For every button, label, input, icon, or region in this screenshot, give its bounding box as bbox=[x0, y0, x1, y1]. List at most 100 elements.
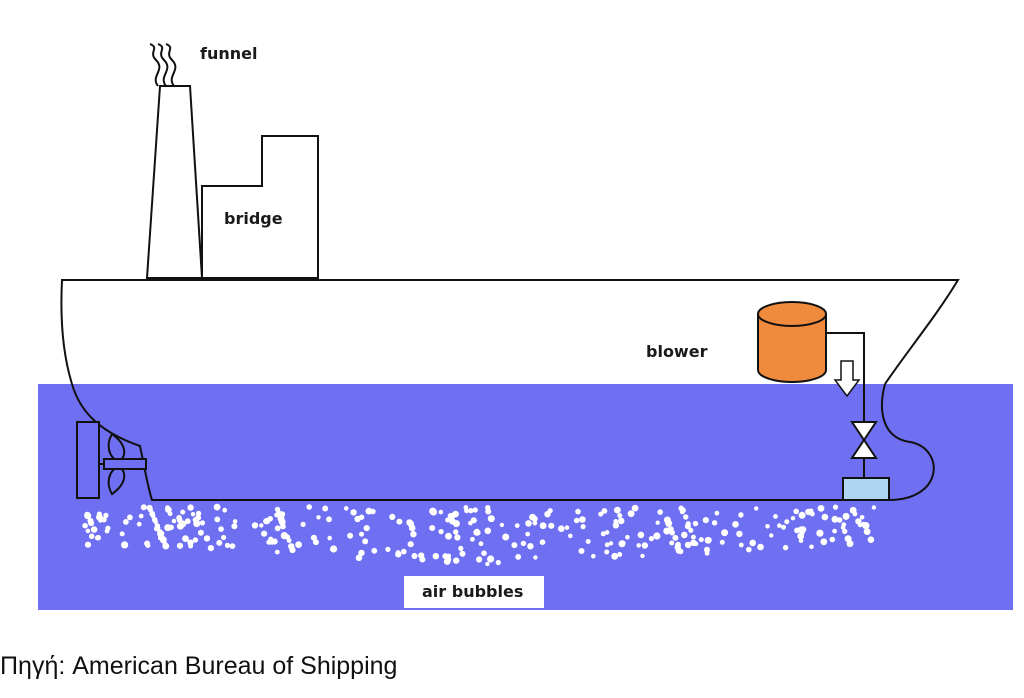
air-bubble bbox=[145, 543, 151, 548]
air-bubble bbox=[98, 517, 103, 523]
air-bubble bbox=[326, 516, 332, 523]
air-bubble bbox=[702, 517, 709, 524]
air-bubble bbox=[859, 515, 865, 520]
air-bubble bbox=[604, 549, 610, 555]
air-bubble bbox=[229, 543, 236, 549]
air-bubble bbox=[704, 536, 712, 544]
hull-outline-bottom bbox=[71, 383, 848, 501]
air-bubble bbox=[798, 511, 806, 519]
air-bubble bbox=[327, 535, 333, 541]
air-bubble bbox=[657, 509, 663, 515]
air-bubble bbox=[669, 540, 675, 546]
air-bubble bbox=[167, 511, 173, 517]
air-bubble bbox=[568, 533, 573, 539]
air-bubble bbox=[454, 534, 461, 541]
air-bubble bbox=[478, 541, 484, 547]
air-bubble bbox=[681, 531, 688, 539]
air-bubble bbox=[852, 511, 858, 517]
air-bubble bbox=[816, 529, 824, 537]
air-bubble bbox=[653, 532, 661, 540]
air-bubble bbox=[362, 538, 369, 545]
air-bubble bbox=[474, 529, 481, 536]
air-bubble bbox=[495, 559, 501, 566]
air-bubble bbox=[529, 513, 536, 521]
air-bubble bbox=[842, 512, 850, 520]
air-bubble bbox=[136, 521, 142, 527]
air-bubble bbox=[295, 541, 302, 548]
air-bubble bbox=[401, 548, 407, 555]
air-bubble bbox=[438, 509, 444, 515]
air-bubble bbox=[601, 508, 608, 514]
air-bubble bbox=[484, 527, 492, 535]
air-bubble bbox=[310, 534, 317, 541]
air-bubble bbox=[665, 519, 673, 527]
air-bubble bbox=[487, 555, 495, 563]
air-bubble bbox=[604, 542, 610, 548]
air-bubble bbox=[266, 539, 272, 545]
air-bubble bbox=[738, 512, 744, 518]
air-bubble bbox=[271, 538, 278, 545]
air-bubble bbox=[88, 520, 95, 527]
air-bubble bbox=[627, 510, 635, 518]
air-bubble bbox=[216, 539, 223, 546]
air-bubble bbox=[176, 517, 183, 524]
air-bubble bbox=[103, 512, 109, 519]
air-bubble bbox=[533, 555, 538, 560]
air-bubble bbox=[547, 508, 553, 514]
air-bubble bbox=[765, 524, 770, 529]
air-bubble bbox=[274, 512, 279, 518]
air-bubble bbox=[842, 528, 848, 534]
air-bubble bbox=[104, 528, 110, 534]
air-bubble bbox=[608, 541, 614, 546]
air-bubble bbox=[251, 522, 259, 529]
air-bubble bbox=[604, 530, 610, 535]
air-bubble bbox=[532, 520, 538, 526]
air-bubble bbox=[669, 529, 675, 536]
air-bubble bbox=[663, 527, 671, 535]
air-bubble bbox=[514, 523, 520, 528]
air-bubble bbox=[445, 517, 451, 523]
air-bubble bbox=[625, 534, 630, 540]
air-bubble bbox=[119, 531, 125, 537]
air-bubble bbox=[821, 513, 829, 521]
air-bubble bbox=[316, 515, 321, 520]
air-bubble bbox=[347, 532, 354, 539]
air-bubble bbox=[820, 538, 828, 546]
air-bubble bbox=[289, 546, 296, 554]
air-bubble bbox=[438, 529, 444, 535]
air-bubble bbox=[164, 524, 172, 532]
air-lubrication-diagram: funnel bridge blower air bubbles bbox=[38, 43, 1013, 610]
air-bubble bbox=[485, 505, 491, 511]
air-bubble bbox=[558, 525, 565, 532]
air-bubble bbox=[736, 530, 743, 538]
air-bubble bbox=[231, 523, 238, 530]
air-bubble bbox=[746, 546, 752, 553]
air-bubble bbox=[90, 526, 98, 533]
air-bubble bbox=[184, 518, 191, 525]
air-bubble bbox=[199, 520, 206, 526]
air-bubble bbox=[721, 529, 729, 537]
air-bubble bbox=[218, 526, 224, 532]
air-bubble bbox=[711, 520, 718, 526]
air-bubble bbox=[573, 517, 580, 524]
funnel-label: funnel bbox=[200, 44, 257, 63]
air-bubble bbox=[598, 511, 604, 517]
air-bubble bbox=[704, 546, 710, 553]
propeller-icon bbox=[100, 432, 147, 496]
air-bubble bbox=[867, 536, 875, 543]
air-bubble bbox=[153, 519, 158, 525]
rudder bbox=[76, 421, 100, 499]
air-bubble bbox=[648, 536, 655, 542]
air-bubble bbox=[520, 540, 527, 547]
air-bubbles-field bbox=[82, 503, 877, 567]
air-bubble bbox=[468, 508, 474, 514]
air-bubble bbox=[693, 541, 699, 547]
air-bubble bbox=[278, 518, 286, 526]
air-bubble bbox=[797, 532, 805, 540]
air-bubble bbox=[515, 554, 522, 560]
air-bubble bbox=[407, 541, 414, 548]
air-bubble bbox=[841, 522, 847, 528]
air-bubble bbox=[636, 543, 641, 548]
air-bubble bbox=[224, 542, 231, 549]
bridge-label: bridge bbox=[224, 209, 283, 228]
